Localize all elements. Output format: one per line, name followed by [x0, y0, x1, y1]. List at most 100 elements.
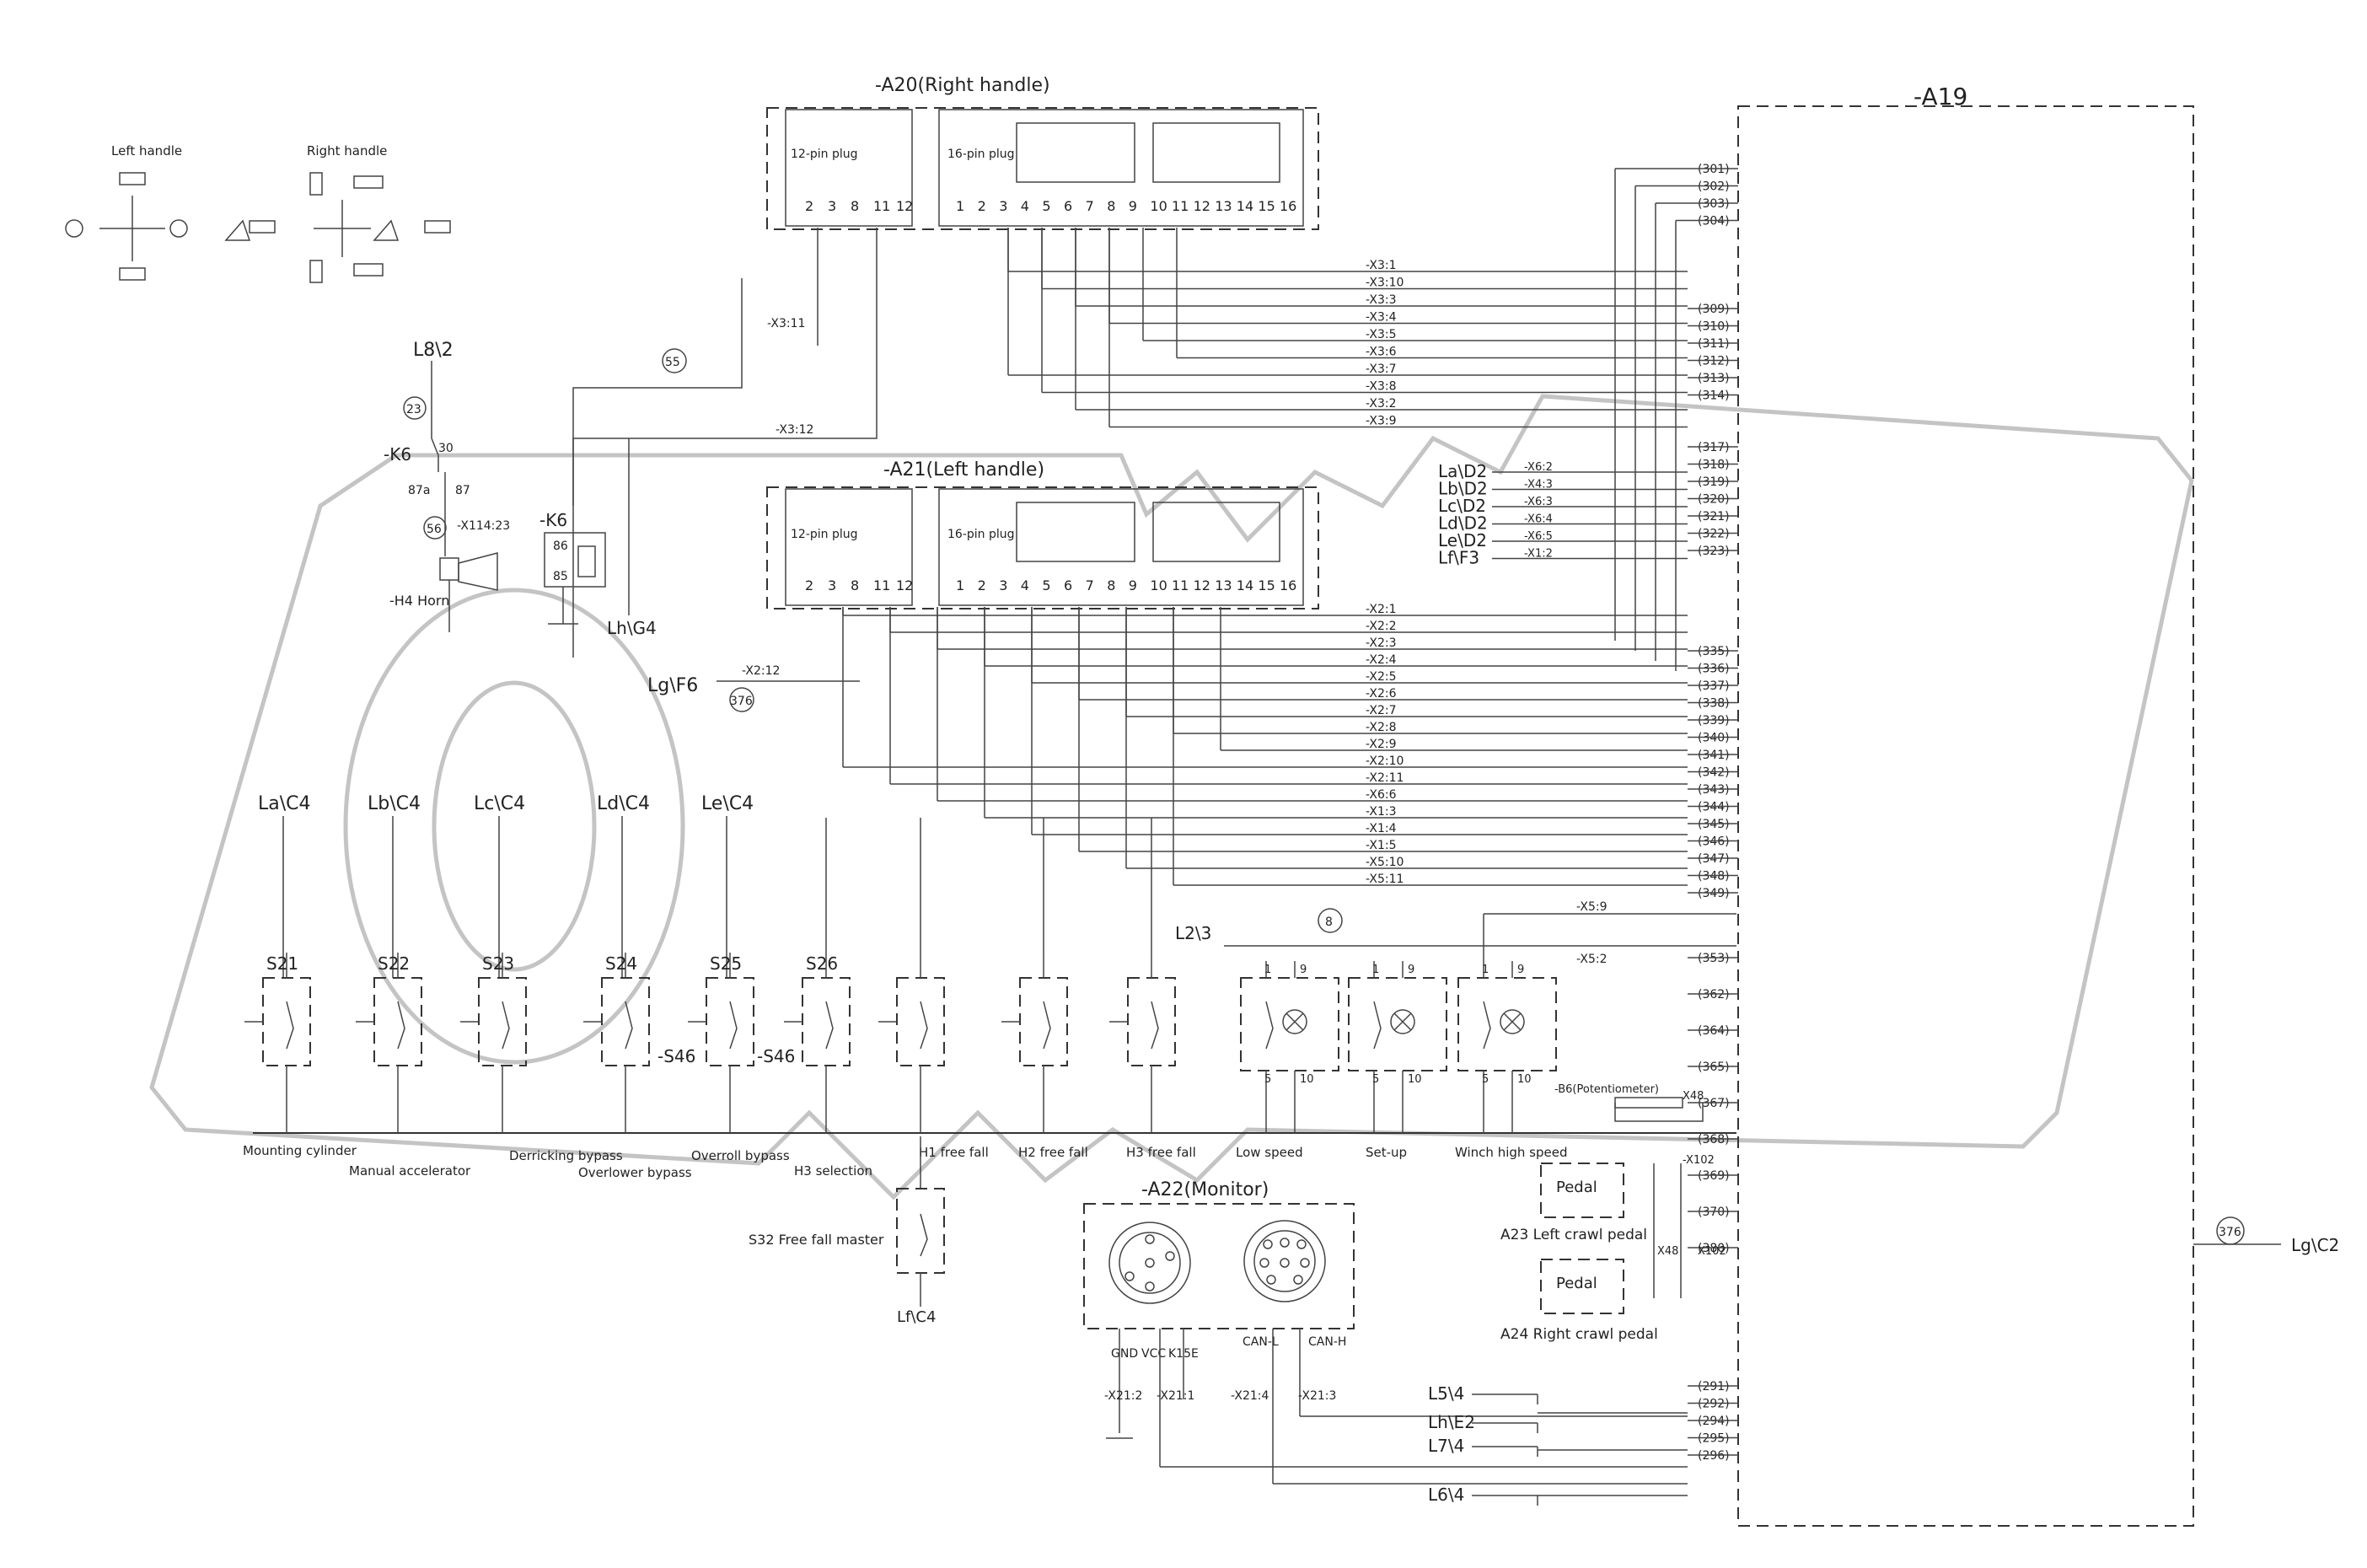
pin-number: 9: [1300, 964, 1307, 976]
pin-number: 5: [1264, 1073, 1271, 1086]
right-handle-cross-icon: [224, 172, 451, 283]
t30: 30: [438, 442, 454, 455]
pin-number: 8: [1107, 198, 1115, 214]
pin-number: 11: [1172, 198, 1189, 214]
watermark-logo: [149, 394, 2194, 1200]
switch-box: [802, 977, 851, 1066]
a21-plug12: 12-pin plug: [791, 528, 858, 541]
a19-pin: (322): [1698, 528, 1730, 541]
l-ref-label: Lf\F3: [1438, 548, 1479, 568]
switch-box: [1019, 977, 1068, 1066]
a19-pin: (313): [1698, 372, 1730, 385]
switch-caption: H1 free fall: [919, 1145, 989, 1160]
handle-legend: Left handle Right handle: [65, 143, 451, 283]
a19-pin: (343): [1698, 783, 1730, 797]
switch-caption: H2 free fall: [1018, 1145, 1088, 1160]
a19-pin: (380): [1698, 1242, 1730, 1255]
connector-label: -X3:2: [1366, 397, 1396, 411]
pin-number: 10: [1150, 577, 1167, 593]
pin-number: 11: [873, 198, 890, 214]
l-ref-conn: -X6:4: [1524, 513, 1553, 526]
connector-label: -X2:7: [1366, 704, 1396, 717]
pin-number: 13: [1215, 198, 1232, 214]
pin-number: 8: [1107, 577, 1115, 593]
switch-caption: Low speed: [1236, 1145, 1303, 1160]
a20-title: -A20(Right handle): [875, 75, 1050, 96]
pin-number: 16: [1280, 577, 1296, 593]
a19-pin: (368): [1698, 1133, 1730, 1146]
connector-label: -X2:11: [1366, 771, 1404, 785]
a19-pin: (319): [1698, 475, 1730, 489]
pin-number: 2: [978, 198, 986, 214]
connector-label: -X2:1: [1366, 603, 1396, 616]
a19-pin: (353): [1698, 952, 1730, 965]
l-ref-label: La\D2: [1438, 461, 1487, 481]
switch-caption: H3 free fall: [1126, 1145, 1196, 1160]
pin-number: 14: [1237, 198, 1253, 214]
l2-3-block: L2\3 8 -X5:9 -X5:2: [1175, 900, 1607, 966]
pin-number: 9: [1129, 198, 1137, 214]
a19-pin: (335): [1698, 645, 1730, 658]
pin-number: 5: [1482, 1073, 1489, 1086]
pin-number: 6: [1064, 577, 1072, 593]
canh-label: CAN-H: [1308, 1335, 1346, 1349]
pin-number: 10: [1150, 198, 1167, 214]
pedal-left-label: Pedal: [1556, 1179, 1597, 1196]
connector-label: -X2:9: [1366, 738, 1396, 751]
a19-pin: (314): [1698, 389, 1730, 403]
switch-caption: Set-up: [1366, 1145, 1407, 1160]
l-ref-label: Lb\D2: [1438, 479, 1488, 499]
switch-ref: Lc\C4: [474, 793, 525, 814]
pin-number: 1: [1264, 964, 1271, 976]
x5-2-label: -X5:2: [1576, 953, 1607, 966]
num-55: 55: [665, 356, 680, 369]
b6-x48: X48: [1683, 1090, 1704, 1103]
connector-label: -X2:5: [1366, 670, 1396, 684]
pin-number: 2: [805, 577, 813, 593]
x3-11-label: -X3:11: [767, 317, 805, 330]
relay-k6-left: 55 -K6 86 85 Lh\G4: [539, 278, 743, 638]
switch-caption: H3 selection: [794, 1163, 872, 1179]
pin-number: 2: [978, 577, 986, 593]
x3-labels: -X3:11 -X3:12: [572, 228, 878, 658]
pin-number: 2: [805, 198, 813, 214]
a19-title: -A19: [1913, 83, 1967, 110]
x114-label: -X114:23: [457, 519, 510, 533]
a19-pin: (318): [1698, 459, 1730, 472]
connector-label: -X2:8: [1366, 721, 1396, 734]
x2-12-label: -X2:12: [742, 664, 780, 678]
pin-number: 12: [1194, 577, 1210, 593]
bottom-ref-label: L6\4: [1428, 1485, 1464, 1505]
a21-title: -A21(Left handle): [883, 459, 1044, 481]
pin-number: 13: [1215, 577, 1232, 593]
pin-number: 1: [956, 577, 964, 593]
connector-label: -X3:6: [1366, 346, 1397, 359]
pin-number: 3: [828, 198, 836, 214]
a19-pin: (309): [1698, 303, 1730, 316]
connector-label: -X1:3: [1366, 805, 1396, 819]
t87a: 87a: [408, 484, 430, 497]
a19-pin: (321): [1698, 510, 1730, 524]
pin-number: 9: [1129, 577, 1137, 593]
l-ref-conn: -X6:5: [1524, 530, 1553, 543]
num-376b: 376: [2219, 1226, 2241, 1239]
l-ref-label: Lc\D2: [1438, 496, 1486, 516]
switch-ref: Le\C4: [701, 793, 754, 814]
connector-label: -X6:6: [1366, 788, 1397, 802]
connector-label: -X1:5: [1366, 839, 1396, 852]
pin-number: 11: [1172, 577, 1189, 593]
a19-pin: (341): [1698, 749, 1730, 762]
pin-number: 4: [1021, 198, 1029, 214]
lh-g4-ref: Lh\G4: [607, 618, 657, 638]
pin-number: 7: [1086, 198, 1094, 214]
num-376a: 376: [730, 695, 753, 708]
relay-num-56: 56: [427, 523, 442, 536]
l-ref-label: Ld\D2: [1438, 513, 1488, 534]
a19-pin: (346): [1698, 835, 1730, 849]
left-handle-label: Left handle: [111, 143, 182, 158]
a19-pin: (312): [1698, 355, 1730, 368]
connector-label: -X2:10: [1366, 754, 1404, 768]
